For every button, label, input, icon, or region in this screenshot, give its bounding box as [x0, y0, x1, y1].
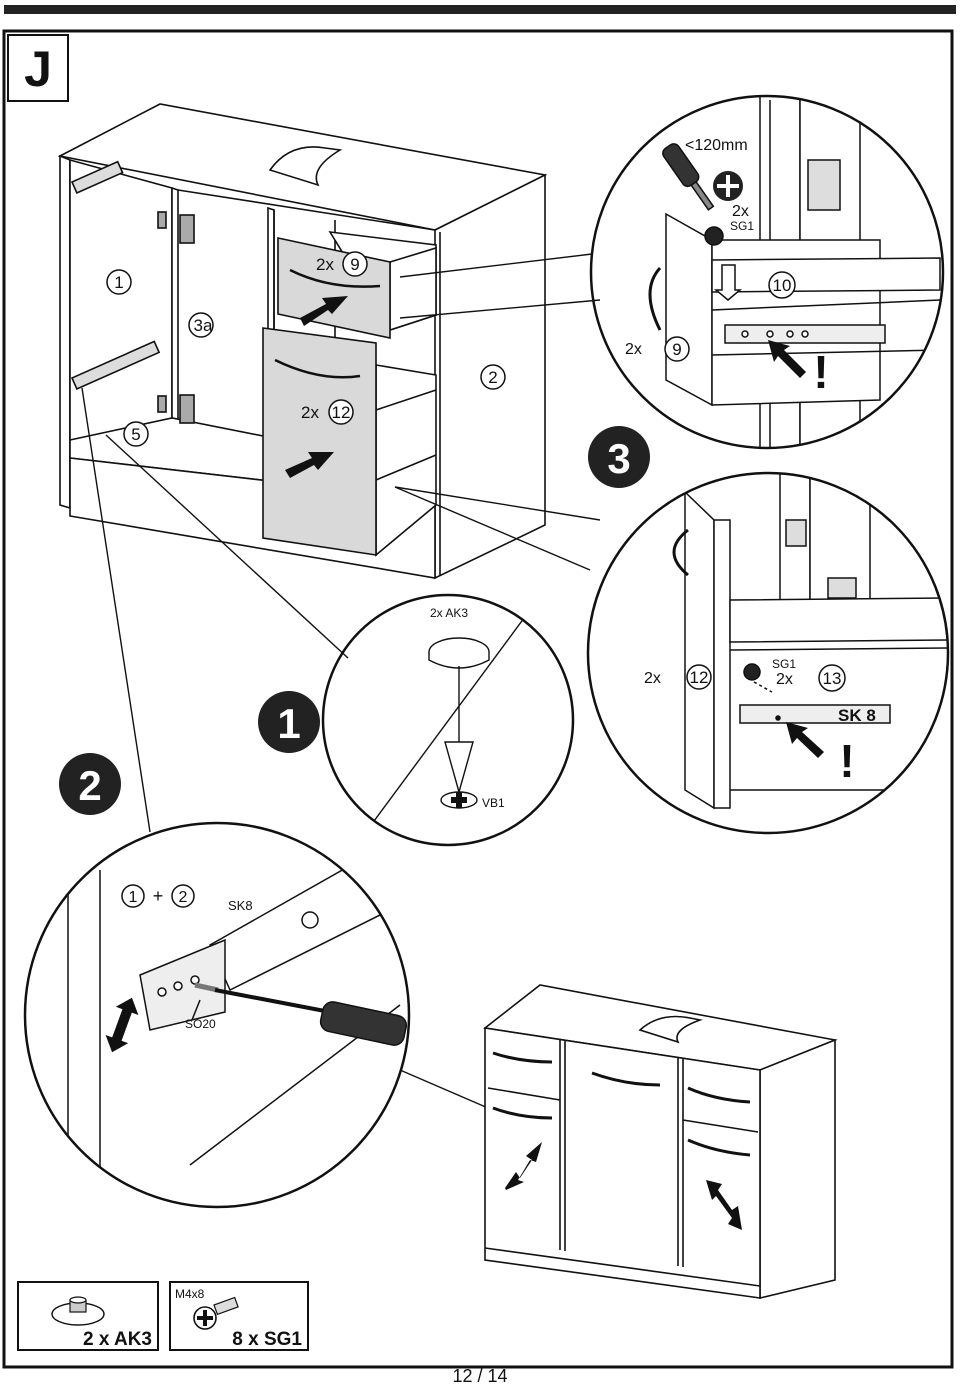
hardware-sg1-label: 8 x SG1	[232, 1329, 302, 1350]
detail-mid-drawing	[672, 473, 948, 810]
detail-foot-circle	[321, 593, 575, 847]
detail-foot-label: 2x AK3	[430, 606, 468, 620]
phillips-icon	[713, 171, 743, 201]
detail-top-part9-ring	[664, 336, 690, 362]
page-frame	[2, 29, 954, 1369]
detail-mid-drawer-part: 12	[690, 668, 709, 687]
detail-slide-rail: SK8	[228, 898, 253, 913]
page-number: 12 / 14	[452, 1366, 508, 1386]
push-arrow-bottom-icon	[285, 452, 334, 478]
step-letter-box	[7, 34, 69, 102]
hardware-ak3-label: 2 x AK3	[83, 1329, 152, 1350]
double-arrow-left-icon	[505, 1142, 542, 1190]
detail-slide-screw: SO20	[185, 1017, 216, 1031]
detail-mid-arrow-icon	[786, 722, 824, 758]
detail-slide-part2-ring	[171, 884, 195, 908]
clearance-label: <120mm	[685, 137, 748, 154]
push-arrow-top-icon	[300, 296, 348, 326]
detail-top-drawer-qty: 2x	[625, 341, 642, 358]
main-cabinet	[57, 103, 548, 580]
step-badges	[59, 426, 650, 815]
detail-slide-circle	[23, 821, 411, 1209]
top-drawer-qty: 2x	[316, 255, 334, 274]
detail-mid-screw-code: SG1	[772, 657, 796, 671]
main-part-labels	[106, 251, 506, 447]
hardware-box-ak3	[17, 1281, 159, 1351]
detail-mid-warning: !	[839, 735, 854, 787]
hardware-box-sg1	[169, 1281, 309, 1351]
base-cross-icon	[451, 792, 467, 808]
detail-top-screw-qty: 2x	[732, 203, 749, 220]
step-badge-2: 2	[78, 762, 101, 809]
step-letter: J	[24, 41, 52, 97]
detail-top-warning: !	[813, 346, 828, 398]
part-3a-label: 3a	[194, 316, 213, 335]
detail-mid-screw-qty: 2x	[776, 671, 793, 688]
double-arrow-right-icon	[706, 1180, 742, 1230]
detail-top-part10-ring	[768, 271, 796, 299]
detail-top-drawing	[648, 96, 941, 448]
hardware-sg1-size: M4x8	[175, 1287, 205, 1301]
detail-mid-rail: SK 8	[838, 706, 876, 725]
step-badge-1: 1	[277, 700, 300, 747]
detail-top-screw-code: SG1	[730, 219, 754, 233]
detail-slide-p1: 1	[129, 889, 138, 906]
detail-mid-drawer-qty: 2x	[644, 670, 661, 687]
detail-mid-circle	[586, 471, 950, 835]
detail-mid-part-13: 13	[823, 669, 842, 688]
part-1-label: 1	[114, 273, 123, 292]
detail-slide-p2: 2	[179, 889, 188, 906]
detail-top-part-10: 10	[773, 276, 792, 295]
part-2-label: 2	[488, 368, 497, 387]
detail-top-circle	[589, 94, 945, 450]
detail-top-drawer-part: 9	[672, 340, 681, 359]
part-5-label: 5	[131, 425, 140, 444]
closed-cabinet	[483, 984, 838, 1300]
leader-lines	[81, 253, 601, 1109]
header-bar	[4, 5, 956, 14]
top-drawer-part: 9	[350, 255, 359, 274]
bottom-drawer-part: 12	[332, 403, 351, 422]
detail-slide-plus: +	[153, 886, 164, 906]
step-badge-3: 3	[607, 435, 630, 482]
detail-foot-base: VB1	[482, 796, 505, 810]
detail-top-arrow-icon	[768, 340, 806, 378]
detail-mid-part12-ring	[686, 664, 712, 690]
detail-slide-part1-ring	[121, 884, 145, 908]
detail-mid-part13-ring	[818, 664, 846, 692]
bottom-drawer-qty: 2x	[301, 403, 319, 422]
up-down-arrow-icon	[105, 997, 139, 1053]
detail-slide-drawing	[67, 859, 408, 1180]
